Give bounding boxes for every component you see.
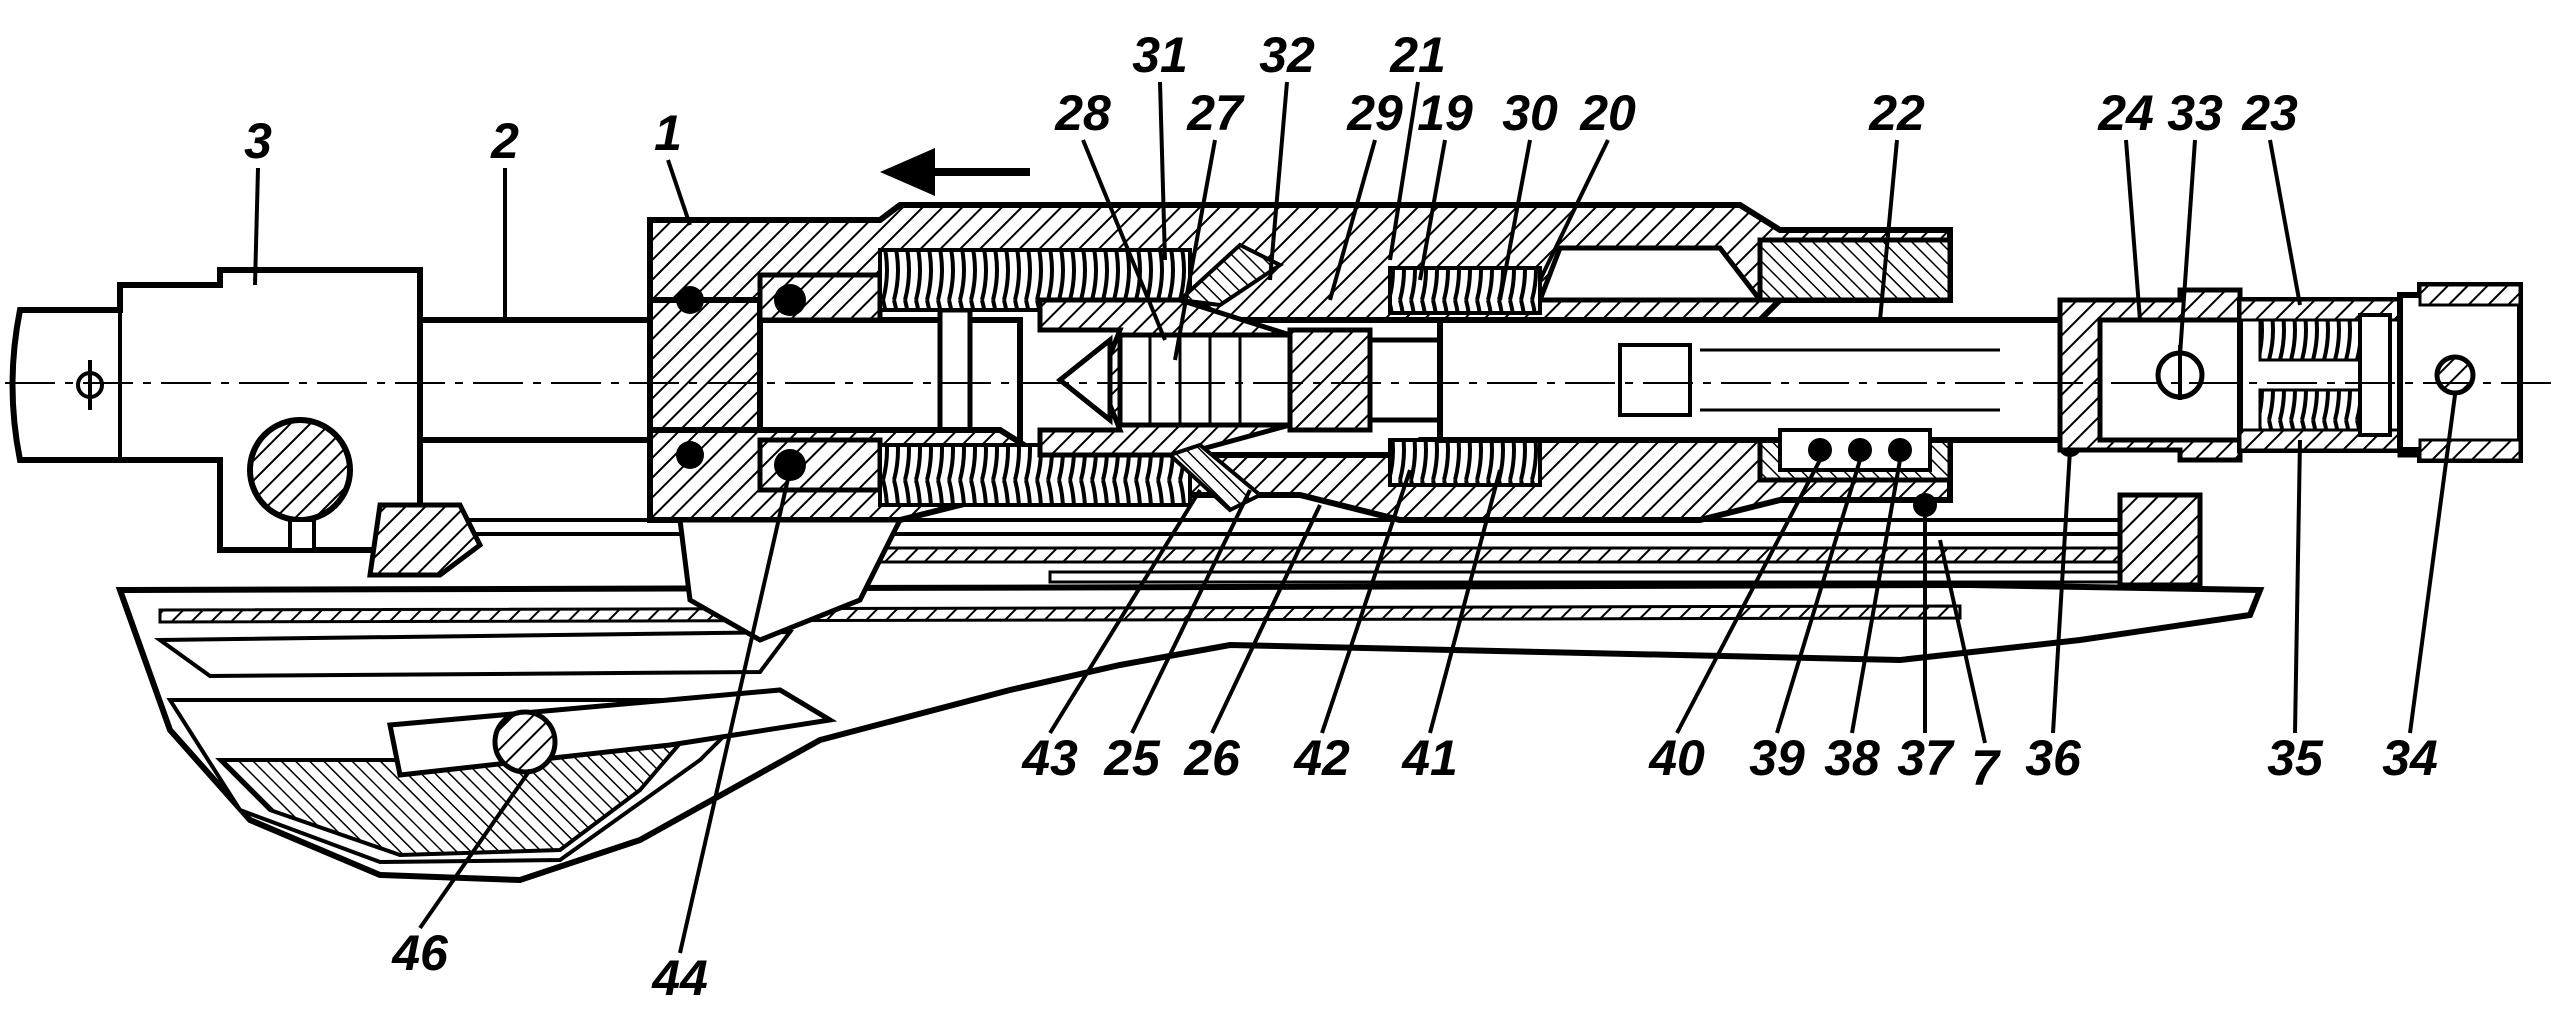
leader-line-32 [1268, 81, 1289, 281]
lower-housing [115, 581, 2265, 884]
leader-line-42 [1320, 469, 1412, 734]
part-label-27: 27 [1186, 85, 1245, 141]
leader-line-41 [1428, 469, 1502, 734]
part-label-38: 38 [1824, 730, 1880, 786]
part-label-31: 31 [1132, 27, 1188, 83]
part-label-7: 7 [1971, 740, 2001, 796]
rear-housing-23 [2237, 292, 2423, 458]
part-label-35: 35 [2267, 730, 2324, 786]
part-label-2: 2 [490, 113, 519, 169]
valve-body [1037, 242, 1303, 513]
piston-44 [676, 272, 883, 493]
part-label-29: 29 [1346, 85, 1403, 141]
leader-line-19 [1418, 139, 1447, 281]
part-label-42: 42 [1293, 730, 1350, 786]
leader-line-46 [418, 768, 532, 930]
leader-line-7 [1938, 539, 1987, 744]
part-label-33: 33 [2167, 85, 2223, 141]
leader-line-36 [2051, 449, 2072, 734]
part-label-41: 41 [1401, 730, 1458, 786]
part-label-40: 40 [1648, 730, 1705, 786]
leader-line-27 [1173, 139, 1217, 361]
part-label-24: 24 [2097, 85, 2154, 141]
part-label-1: 1 [654, 105, 682, 161]
part-label-36: 36 [2025, 730, 2082, 786]
part-label-19: 19 [1417, 85, 1473, 141]
leader-line-28 [1081, 139, 1167, 341]
end-cap-34 [2397, 282, 2523, 463]
bracket [367, 502, 484, 578]
leader-line-31 [1158, 81, 1167, 261]
leader-line-35 [2293, 439, 2302, 734]
leader-line-38 [1850, 459, 1902, 734]
leader-line-43 [1048, 488, 1202, 735]
direction-arrow-left-icon [880, 148, 1030, 196]
rear-cap-24 [2057, 287, 2243, 463]
leader-line-24 [2124, 139, 2142, 321]
part-label-23: 23 [2241, 85, 2298, 141]
part-label-43: 43 [1021, 730, 1078, 786]
leader-line-21 [1388, 81, 1420, 261]
part-label-21: 21 [1389, 27, 1446, 83]
leader-line-26 [1210, 504, 1322, 734]
part-label-3: 3 [244, 113, 272, 169]
part-label-25: 25 [1103, 730, 1161, 786]
part-label-32: 32 [1259, 27, 1315, 83]
leader-line-40 [1675, 459, 1822, 734]
part-label-34: 34 [2382, 730, 2438, 786]
leader-line-34 [2408, 394, 2457, 734]
part-label-44: 44 [651, 950, 708, 1006]
clamp-head-3 [9, 267, 423, 553]
leader-line-25 [1130, 489, 1252, 734]
leader-line-33 [2178, 139, 2197, 356]
part-label-22: 22 [1868, 85, 1925, 141]
part-label-46: 46 [391, 925, 449, 981]
part-label-39: 39 [1749, 730, 1805, 786]
leader-line-20 [1538, 139, 1610, 281]
leader-line-23 [2268, 139, 2302, 306]
part-label-28: 28 [1054, 85, 1111, 141]
valve-spring [1388, 266, 1542, 487]
part-label-26: 26 [1183, 730, 1241, 786]
part-label-37: 37 [1897, 730, 1955, 786]
leader-line-44 [678, 469, 792, 954]
part-label-30: 30 [1502, 85, 1558, 141]
leader-line-3 [253, 167, 260, 286]
leader-line-22 [1878, 139, 1899, 321]
leader-line-1 [666, 159, 692, 226]
leader-lines [253, 81, 2457, 954]
leader-line-30 [1498, 139, 1532, 301]
part-label-20: 20 [1579, 85, 1636, 141]
stem-22 [1287, 317, 2083, 443]
leader-line-39 [1775, 459, 1862, 734]
leader-line-29 [1328, 139, 1377, 301]
